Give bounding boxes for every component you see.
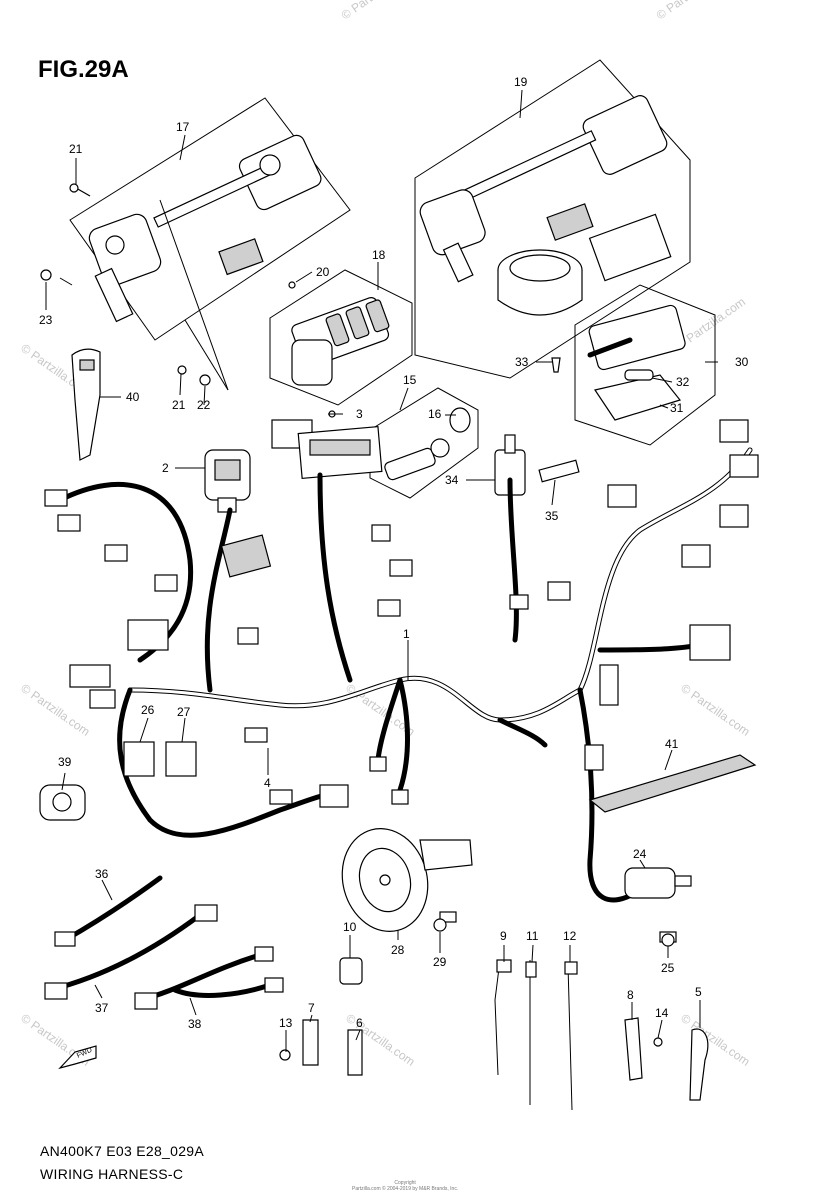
- callout-10: 10: [343, 920, 357, 934]
- callout-12: 12: [563, 929, 577, 943]
- callout-20: 20: [316, 265, 330, 279]
- case-assembly-30: [587, 304, 686, 421]
- callout-23: 23: [39, 313, 53, 327]
- callout-19: 19: [514, 75, 528, 89]
- sensor-24: [624, 867, 692, 943]
- callout-37: 37: [95, 1001, 109, 1015]
- callout-34: 34: [445, 473, 459, 487]
- harness-connectors: [44, 419, 759, 808]
- switch-assembly-17: [88, 134, 322, 323]
- callout-7: 7: [308, 1001, 315, 1015]
- diagram-code: AN400K7 E03 E28_029A: [40, 1143, 205, 1159]
- callout-26: 26: [141, 703, 155, 717]
- callout-21: 21: [172, 398, 186, 412]
- watermark: © Partzilla.com: [678, 681, 752, 739]
- main-wiring-harness: [57, 447, 753, 903]
- callout-labels: 1 2 3 4 5 6 7 8 9 10 11 12 13 14 15 16 1…: [39, 75, 749, 1031]
- fwd-arrow-icon: FWD: [58, 1045, 97, 1070]
- watermark: © Partzilla.com: [339, 0, 413, 22]
- callout-27: 27: [177, 705, 191, 719]
- callout-9: 9: [500, 929, 507, 943]
- callout-13: 13: [279, 1016, 293, 1030]
- callout-24: 24: [633, 847, 647, 861]
- callout-3: 3: [356, 407, 363, 421]
- callout-39: 39: [58, 755, 72, 769]
- callout-31: 31: [670, 401, 684, 415]
- sensor-39: [39, 784, 86, 821]
- diagram-name: WIRING HARNESS-C: [40, 1166, 184, 1182]
- callout-25: 25: [661, 961, 675, 975]
- socket-assembly-15: [384, 407, 471, 481]
- callout-6: 6: [356, 1016, 363, 1030]
- watermark: © Partzilla.com: [678, 1011, 752, 1069]
- callout-1: 1: [403, 627, 410, 641]
- callout-40: 40: [126, 390, 140, 404]
- callout-33: 33: [515, 355, 529, 369]
- callout-21: 21: [69, 142, 83, 156]
- switch-assembly-18-frame: [269, 269, 413, 406]
- figure-title: FIG.29A: [38, 56, 129, 83]
- callout-15: 15: [403, 373, 417, 387]
- callout-35: 35: [545, 509, 559, 523]
- callout-38: 38: [188, 1017, 202, 1031]
- watermark: © Partzilla.com: [18, 681, 92, 739]
- relay-26: [123, 741, 155, 777]
- sub-harnesses: [44, 875, 284, 1010]
- watermark: © Partzilla.com: [654, 0, 728, 22]
- callout-32: 32: [676, 375, 690, 389]
- callout-8: 8: [627, 988, 634, 1002]
- callout-28: 28: [391, 943, 405, 957]
- callout-22: 22: [197, 398, 211, 412]
- callout-14: 14: [655, 1006, 669, 1020]
- horn-28: [341, 828, 473, 932]
- switch-34: [494, 434, 580, 496]
- callout-29: 29: [433, 955, 447, 969]
- copyright-notice: Copyright Partzilla.com © 2004-2019 by M…: [352, 1180, 459, 1192]
- callout-2: 2: [162, 461, 169, 475]
- callout-16: 16: [428, 407, 442, 421]
- switch-assembly-19: [419, 95, 672, 316]
- callout-5: 5: [695, 985, 702, 999]
- relay-27: [165, 741, 197, 777]
- callout-36: 36: [95, 867, 109, 881]
- key-40: [71, 348, 101, 461]
- callout-41: 41: [665, 737, 679, 751]
- switch-assembly-19-frame: [414, 59, 691, 379]
- tape-41: [588, 754, 757, 813]
- callout-17: 17: [176, 120, 190, 134]
- case-assembly-30-frame: [574, 284, 716, 446]
- relay-block-3: [271, 419, 383, 480]
- callout-11: 11: [526, 929, 539, 943]
- callout-30: 30: [735, 355, 749, 369]
- switch-assembly-18: [291, 297, 390, 386]
- callout-18: 18: [372, 248, 386, 262]
- connector-2: [204, 449, 251, 513]
- socket-assembly-15-frame: [369, 387, 479, 499]
- leader-lines: [45, 89, 718, 1052]
- callout-4: 4: [264, 776, 271, 790]
